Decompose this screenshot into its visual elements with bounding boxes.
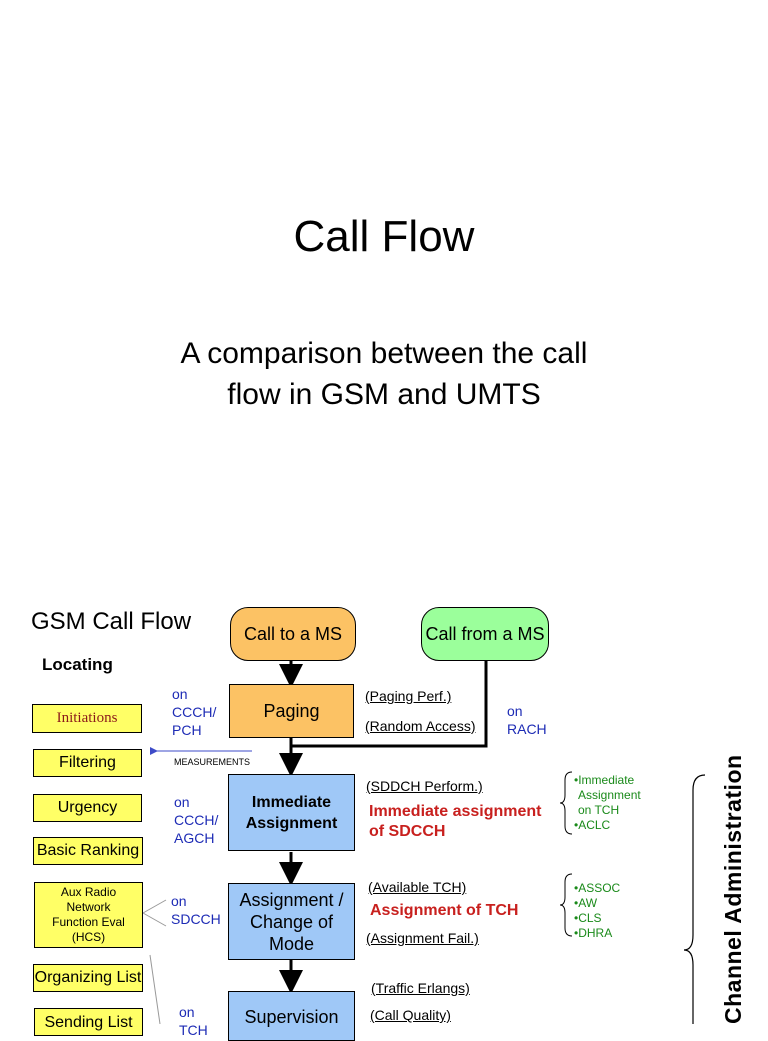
- subtitle-line-1: A comparison between the call: [180, 337, 588, 370]
- paging-node: Paging: [229, 684, 354, 738]
- urgency-box: Urgency: [33, 794, 142, 822]
- supervision-node: Supervision: [228, 991, 355, 1041]
- imm-assign-sdcch-label: Immediate assignment of SDCCH: [369, 803, 542, 840]
- assign-line-3: Mode: [268, 933, 315, 954]
- paging-perf-label: (Paging Perf.): [365, 688, 452, 704]
- random-access-label: (Random Access): [365, 718, 476, 734]
- slide-title: GSM Call Flow: [31, 608, 192, 635]
- imm-line-1: Immediate: [251, 793, 332, 811]
- call-to-ms-node: Call to a MS: [230, 607, 356, 661]
- call-from-ms-node: Call from a MS: [421, 607, 549, 661]
- aux-connector: [142, 899, 167, 1024]
- available-tch-label: (Available TCH): [368, 879, 467, 895]
- immediate-assignment-node: Immediate Assignment: [228, 774, 355, 851]
- sending-list-box: Sending List: [34, 1008, 143, 1036]
- brace-large: [683, 774, 706, 1024]
- call-quality-label: (Call Quality): [370, 1007, 451, 1023]
- green-list-1: •Immediate Assignment on TCH •ACLC: [574, 773, 641, 832]
- brace-2: [559, 873, 573, 937]
- brace-1: [559, 771, 573, 835]
- on-rach-label: on RACH: [507, 703, 547, 737]
- measurements-label: MEASUREMENTS: [174, 757, 251, 767]
- channel-administration-label: Channel Administration: [720, 754, 746, 1024]
- on-tch-label: on TCH: [179, 1004, 208, 1038]
- assignment-fail-label: (Assignment Fail.): [366, 930, 479, 946]
- green-list-2: •ASSOC •AW •CLS •DHRA: [574, 881, 621, 940]
- aux-radio-box: Aux Radio Network Function Eval (HCS): [34, 882, 143, 948]
- subtitle-line-2: flow in GSM and UMTS: [227, 378, 541, 411]
- basic-ranking-box: Basic Ranking: [33, 837, 143, 865]
- initiations-box: Initiations: [32, 704, 142, 733]
- imm-line-2: Assignment: [245, 814, 338, 832]
- on-ccch-pch-label: on CCCH/ PCH: [172, 686, 217, 738]
- line-call-from-ms: [291, 660, 488, 748]
- assign-line-1: Assignment /: [239, 889, 344, 910]
- page-title: Call Flow: [293, 212, 475, 261]
- traffic-erlangs-label: (Traffic Erlangs): [371, 980, 470, 996]
- assign-line-2: Change of: [249, 911, 334, 932]
- filtering-box: Filtering: [33, 749, 142, 777]
- sddch-perform-label: (SDDCH Perform.): [366, 778, 483, 794]
- page-subtitle: A comparison between the call flow in GS…: [0, 333, 768, 415]
- locating-heading: Locating: [42, 655, 113, 674]
- on-sdcch-label: on SDCCH: [171, 893, 221, 927]
- assignment-of-tch-label: Assignment of TCH: [370, 902, 519, 919]
- organizing-list-box: Organizing List: [33, 964, 143, 992]
- assignment-node: Assignment / Change of Mode: [228, 883, 355, 960]
- on-ccch-agch-label: on CCCH/ AGCH: [174, 794, 219, 846]
